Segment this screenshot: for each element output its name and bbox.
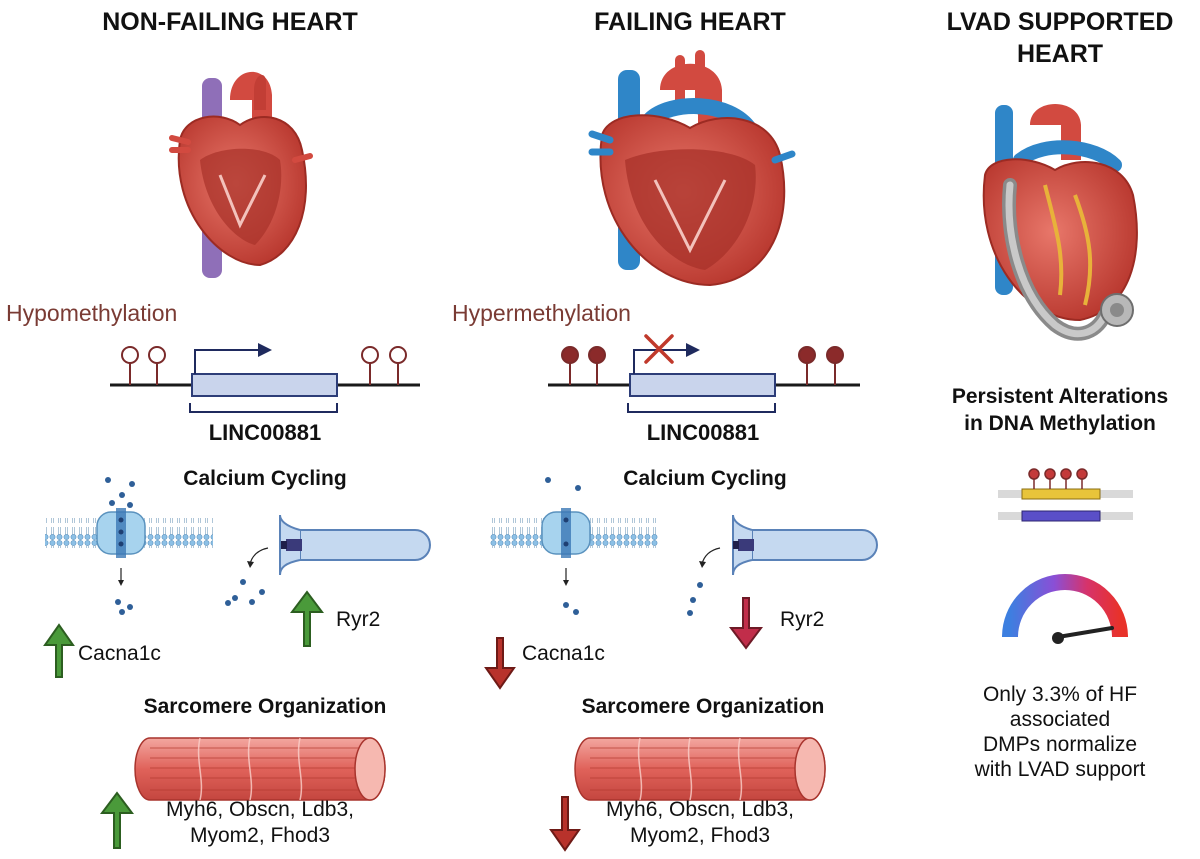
gene-label: LINC00881 — [646, 420, 760, 445]
calcium-ions — [105, 477, 135, 615]
ion-channel-icon — [45, 508, 213, 586]
failing-title: FAILING HEART — [594, 8, 786, 36]
lvad-title-line2: HEART — [1016, 40, 1104, 68]
gene-label: LINC00881 — [208, 420, 322, 445]
sarcomere-heading: Sarcomere Organization — [143, 695, 387, 718]
calcium-ions — [545, 477, 581, 615]
ryr2-label: Ryr2 — [780, 608, 825, 631]
lvad-note-line2: associated — [1009, 708, 1111, 731]
methylation-label: Hypomethylation — [6, 300, 178, 326]
methylation-label: Hypermethylation — [452, 300, 631, 326]
down-arrow-icon — [729, 597, 763, 650]
cacna1c-label: Cacna1c — [78, 642, 161, 665]
muscle-fiber-icon — [134, 737, 386, 801]
lvad-note-line3: DMPs normalize — [982, 733, 1138, 756]
sarcomere-genes-line1: Myh6, Obscn, Ldb3, — [606, 798, 794, 821]
block-x-icon — [644, 334, 674, 364]
sarcomere-heading: Sarcomere Organization — [581, 695, 825, 718]
down-arrow-icon — [549, 796, 581, 852]
ryr2-label: Ryr2 — [336, 608, 381, 631]
up-arrow-icon — [100, 791, 134, 849]
gene-promoter-diagram — [548, 334, 860, 413]
lvad-note-line1: Only 3.3% of HF — [982, 683, 1138, 706]
ryanodine-receptor-icon — [247, 514, 431, 576]
heart-icon — [588, 50, 796, 287]
ion-channel-icon — [490, 508, 658, 586]
heart-icon — [982, 104, 1138, 341]
calcium-cycling-heading: Calcium Cycling — [623, 467, 787, 490]
ryanodine-receptor-icon — [699, 514, 878, 576]
calcium-ions — [687, 582, 703, 616]
non-failing-title: NON-FAILING HEART — [102, 8, 358, 36]
cacna1c-label: Cacna1c — [522, 642, 605, 665]
calcium-ions — [225, 579, 265, 606]
calcium-cycling-heading: Calcium Cycling — [183, 467, 347, 490]
up-arrow-icon — [43, 623, 75, 678]
heart-icon — [169, 71, 313, 278]
muscle-fiber-icon — [574, 737, 826, 801]
down-arrow-icon — [484, 637, 516, 690]
persistent-line2: in DNA Methylation — [964, 412, 1156, 435]
methylated-dna-icon — [998, 468, 1133, 522]
lvad-note-line4: with LVAD support — [974, 758, 1146, 781]
sarcomere-genes-line2: Myom2, Fhod3 — [189, 824, 331, 847]
persistent-line1: Persistent Alterations — [951, 385, 1169, 408]
sarcomere-genes-line2: Myom2, Fhod3 — [629, 824, 771, 847]
sarcomere-genes-line1: Myh6, Obscn, Ldb3, — [166, 798, 354, 821]
lvad-title-line1: LVAD SUPPORTED — [946, 8, 1174, 36]
gauge-icon — [1002, 574, 1128, 644]
up-arrow-icon — [290, 590, 324, 647]
gene-promoter-diagram — [110, 343, 420, 413]
